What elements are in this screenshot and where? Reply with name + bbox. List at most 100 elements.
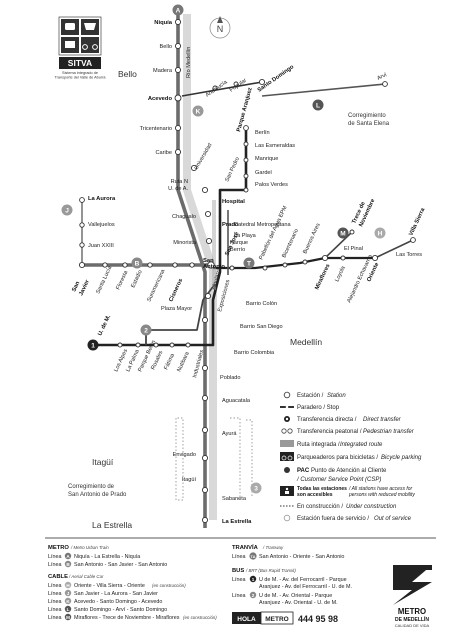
station-cisneros: Cisneros	[168, 278, 184, 303]
river-medellin-band	[183, 14, 217, 520]
legend-station: Estación /	[297, 393, 324, 399]
phone-number[interactable]: 444 95 98	[298, 614, 338, 624]
legend-bicycle-parking-en: Bicycle parking	[381, 455, 422, 461]
area-san-antonio-1: Corregimiento de	[68, 484, 115, 490]
bus-row-1-line2: Aranjuez - Av. del Ferrocarril - U. de M…	[259, 584, 352, 590]
hola-metro-contact[interactable]: HOLA METRO 444 95 98	[232, 611, 338, 625]
tram-row-prefix: Línea	[232, 554, 246, 560]
footer-metro-section: METRO / Metro Urban Train Línea A Niquía…	[48, 545, 167, 568]
bus-row-2-line1: U de M. - Av. Oriental - Parque	[259, 593, 332, 599]
brt-2-badge-label: 2	[144, 327, 148, 334]
sitva-caption-2: Transporte del Valle de Aburrá	[54, 76, 106, 80]
station-fatima: Fátima	[163, 352, 176, 371]
bus-row-2-line2: Aranjuez - Av. Oriental - U. de M.	[259, 600, 338, 606]
line-a-badge-label: A	[176, 7, 181, 14]
metro-row-a-prefix: Línea	[48, 554, 62, 560]
station-minorista: Minorista	[173, 240, 197, 246]
station-aguacatala: Aguacatala	[222, 398, 251, 404]
line-m-badge	[337, 227, 349, 239]
tram-row-text: San Antonio - Oriente - San Antonio	[259, 554, 344, 560]
station-miraflores: Miraflores	[314, 263, 331, 291]
station-alpujarra: Alpujarra	[211, 266, 223, 290]
station-el-pinal: El Pinal	[344, 246, 363, 252]
tram-t-badge	[243, 257, 255, 269]
brt-3-badge-label: 3	[254, 485, 258, 492]
station-itagui: Itagüí	[182, 477, 196, 483]
map-legend: Estación / Station Paradero / Stop Trans…	[280, 391, 422, 522]
line-k-badge-label: K	[196, 108, 201, 115]
cable-row-l-prefix: Línea	[48, 607, 62, 613]
cable-row-m-prefix: Línea	[48, 615, 62, 621]
station-la-aurora: La Aurora	[88, 196, 116, 202]
cable-row-m-text: Miraflores - Trece de Noviembre - Mirafl…	[74, 615, 180, 621]
legend-access-en-1: / All stations have access for	[348, 486, 413, 492]
legend-station-en: Station	[327, 393, 346, 399]
legend-pedestrian-transfer: Transferencia peatonal /	[297, 429, 362, 435]
tram-row-badge: TA	[250, 554, 255, 559]
footer-cable-sub: / Aerial Cable Car	[68, 574, 104, 579]
compass-north-label: N	[217, 24, 224, 34]
line-l-badge-label: L	[316, 102, 320, 109]
station-barrio-colombia: Barrio Colombia	[234, 350, 275, 356]
cable-row-l-text: Santo Domingo - Arví - Santo Domingo	[74, 607, 167, 613]
legend-pac: Punto de Atención al Cliente	[311, 468, 387, 474]
station-catedral: Catedral Metropolitana	[234, 222, 291, 228]
station-palos-verdes: Palos Verdes	[255, 182, 288, 188]
bus-row-2-badge: 2	[252, 593, 255, 598]
station-manrique: Manrique	[255, 156, 278, 162]
legend-out-of-service: Estación fuera de servicio /	[297, 516, 369, 522]
footer-cable-title: CABLE	[48, 574, 68, 580]
station-ayura: Ayurá	[222, 431, 237, 437]
construction-dotted-lines	[175, 417, 253, 501]
area-san-antonio-2: San Antonio de Prado	[68, 492, 127, 498]
station-vallejuelos: Vallejuelos	[88, 222, 115, 228]
station-barrio-colon: Barrio Colón	[246, 301, 277, 307]
line-m-badge-label: M	[340, 230, 345, 237]
station-madera: Madera	[153, 68, 173, 74]
line-b-badge	[131, 257, 143, 269]
area-santa-elena-1: Corregimiento	[348, 113, 386, 119]
metro-label: METRO	[265, 616, 288, 623]
cable-row-j-text: San Javier - La Aurora - San Javier	[74, 591, 158, 597]
cable-k-track	[181, 81, 263, 97]
brt-line-1-track	[93, 128, 248, 347]
tram-t-badge-label: T	[247, 260, 251, 267]
cable-l-track	[261, 83, 386, 97]
station-prado: Prado	[222, 222, 239, 228]
brt-1-badge	[87, 339, 99, 351]
north-compass-icon: N	[209, 16, 231, 39]
station-arvi: Arví	[376, 72, 388, 82]
sitva-logo: SITVA Sistema integrado de Transporte de…	[54, 16, 106, 80]
station-gardel: Gardel	[255, 170, 272, 176]
station-bicentenario: Bicentenario	[281, 228, 300, 259]
station-santo-domingo: Santo Domingo	[257, 64, 296, 94]
cable-m-track	[324, 231, 353, 259]
footer-bus-section: BUS / BRT (Bus Rapid Transit) Línea 1 U …	[232, 568, 352, 606]
footer-cable-section: CABLE / Aerial Cable Car Línea H Oriente…	[48, 574, 217, 621]
station-santa-lucia: Santa Lucía	[95, 264, 113, 294]
footer-metro-sub: / Metro Urban Train	[70, 545, 109, 550]
station-floresta: Floresta	[115, 269, 129, 291]
area-bello: Bello	[118, 69, 137, 79]
legend-access-1: Todas las estaciones	[297, 486, 347, 492]
legend-direct-transfer-en: Direct transfer	[363, 417, 402, 423]
station-ruta-n-2: U. de A.	[168, 186, 188, 192]
bus-row-1-line1: U de M. - Av. del Ferrocarril - Parque	[259, 577, 347, 583]
station-juan-xxiii: Juan XXIII	[88, 243, 114, 249]
footer-metro-title: METRO	[48, 545, 69, 551]
station-las-esmeraldas: Las Esmeraldas	[255, 143, 295, 149]
station-la-playa: La Playa	[234, 233, 257, 239]
station-las-torres: Las Torres	[396, 252, 422, 258]
bicycle-icon	[280, 452, 294, 461]
footer-tram-sub: / Tramway	[262, 545, 284, 550]
metro-row-b-text: San Antonio - San Javier - San Antonio	[74, 562, 167, 568]
footer-bus-title: BUS	[232, 568, 244, 574]
station-envigado: Envigado	[173, 452, 196, 458]
station-u-de-m: U. de M.	[97, 314, 112, 337]
station-parque-berrio-1: Parque	[230, 240, 248, 246]
legend-pac-code: PAC	[297, 468, 310, 474]
station-universidad: Universidad	[194, 142, 214, 171]
cable-row-k-badge: K	[66, 599, 70, 604]
legend-access-en-2: persons with reduced mobility	[348, 492, 415, 498]
